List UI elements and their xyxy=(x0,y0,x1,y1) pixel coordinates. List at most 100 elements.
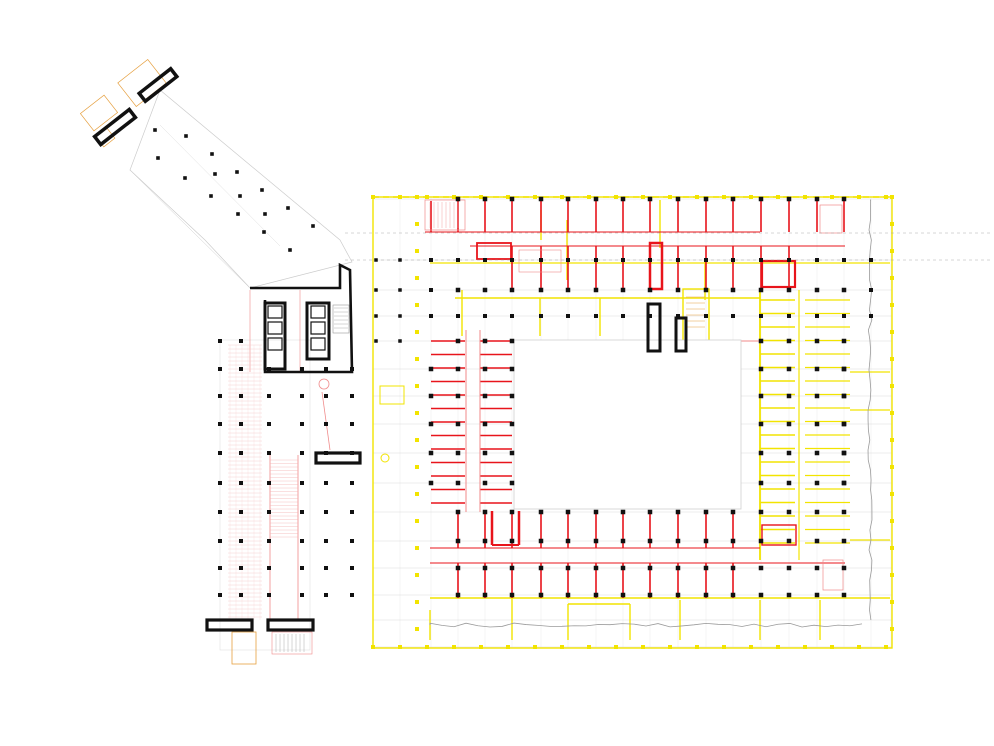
column xyxy=(704,593,709,598)
perimeter-marker xyxy=(641,645,645,649)
column xyxy=(731,314,735,318)
perimeter-marker xyxy=(890,276,894,280)
perimeter-marker xyxy=(479,195,483,199)
column xyxy=(510,288,514,292)
column xyxy=(209,194,213,198)
perimeter-marker xyxy=(890,600,894,604)
elevator-icon xyxy=(268,322,282,334)
column xyxy=(483,481,488,486)
column xyxy=(456,288,460,292)
angled-wing xyxy=(130,90,352,288)
column xyxy=(704,566,709,571)
column xyxy=(239,539,243,543)
column xyxy=(429,451,434,456)
column xyxy=(815,566,820,571)
column xyxy=(267,422,271,426)
column xyxy=(759,422,764,427)
column xyxy=(787,314,791,318)
perimeter-marker xyxy=(425,195,429,199)
column xyxy=(374,314,378,318)
perimeter-marker xyxy=(452,645,456,649)
column xyxy=(759,539,764,544)
core-wall xyxy=(207,620,252,630)
column xyxy=(483,394,488,399)
column xyxy=(300,481,304,485)
column xyxy=(815,197,820,202)
perimeter-marker xyxy=(890,438,894,442)
column xyxy=(815,288,819,292)
column xyxy=(456,258,460,262)
perimeter-marker xyxy=(830,195,834,199)
column xyxy=(456,451,461,456)
column xyxy=(324,481,328,485)
column xyxy=(288,248,292,252)
perimeter-marker xyxy=(560,195,564,199)
stair-room xyxy=(820,205,842,233)
column xyxy=(815,481,820,486)
column xyxy=(704,197,709,202)
perimeter-marker xyxy=(695,645,699,649)
column xyxy=(300,539,304,543)
column xyxy=(300,451,304,455)
column xyxy=(238,194,242,198)
column xyxy=(787,339,792,344)
perimeter-marker xyxy=(533,645,537,649)
column xyxy=(842,339,847,344)
column xyxy=(267,451,271,455)
column xyxy=(483,422,488,427)
column xyxy=(429,422,434,427)
column xyxy=(787,422,792,427)
column xyxy=(842,451,847,456)
column xyxy=(869,288,873,292)
highlight-room xyxy=(762,261,795,287)
column xyxy=(815,422,820,427)
column xyxy=(566,314,570,318)
perimeter-marker xyxy=(415,546,419,550)
column xyxy=(842,288,846,292)
column xyxy=(759,451,764,456)
column xyxy=(267,539,271,543)
column xyxy=(787,510,792,515)
column xyxy=(483,566,488,571)
perimeter-marker xyxy=(415,438,419,442)
column xyxy=(759,566,764,571)
column xyxy=(483,539,488,544)
column xyxy=(539,314,543,318)
perimeter-marker xyxy=(890,627,894,631)
perimeter-marker xyxy=(415,249,419,253)
column xyxy=(676,593,681,598)
column xyxy=(350,481,354,485)
column xyxy=(648,288,652,292)
perimeter-marker xyxy=(803,195,807,199)
column xyxy=(267,394,271,398)
column xyxy=(213,172,217,176)
wing-line xyxy=(130,170,250,288)
perimeter-marker xyxy=(533,195,537,199)
column xyxy=(398,258,402,262)
column xyxy=(218,593,222,597)
column xyxy=(594,314,598,318)
column xyxy=(218,539,222,543)
column xyxy=(510,422,515,427)
column xyxy=(374,339,378,343)
column xyxy=(510,367,515,372)
column xyxy=(374,258,378,262)
perimeter-marker xyxy=(506,645,510,649)
perimeter-marker xyxy=(890,330,894,334)
column xyxy=(456,367,461,372)
perimeter-marker xyxy=(415,492,419,496)
column xyxy=(510,394,515,399)
courtyard-void xyxy=(514,340,741,509)
column xyxy=(510,314,514,318)
column xyxy=(311,224,315,228)
stair-room xyxy=(80,95,117,131)
perimeter-marker xyxy=(890,411,894,415)
perimeter-marker xyxy=(415,222,419,226)
perimeter-marker xyxy=(614,195,618,199)
column xyxy=(731,258,735,262)
column xyxy=(594,258,598,262)
column xyxy=(429,481,434,486)
perimeter-marker xyxy=(890,195,894,199)
perimeter-marker xyxy=(890,573,894,577)
column xyxy=(787,288,791,292)
